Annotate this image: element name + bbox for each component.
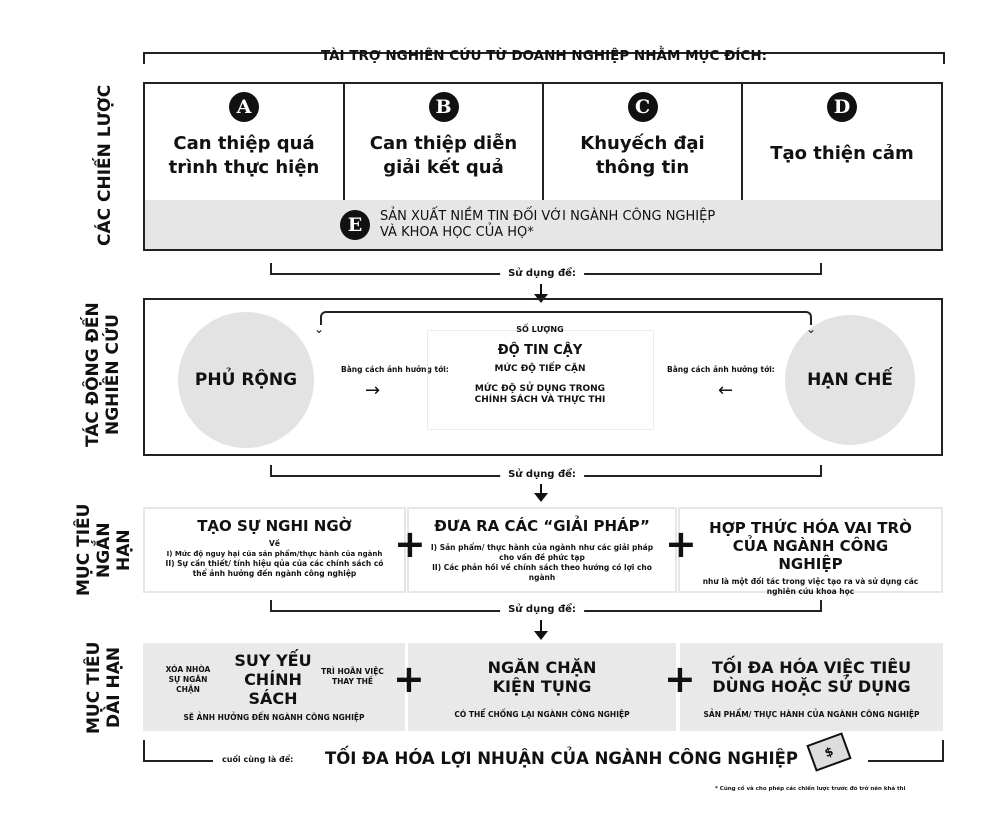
final-prefix: cuối cùng là để:: [222, 755, 294, 764]
factor-use: MỨC ĐỘ SỬ DỤNG TRONG CHÍNH SÁCH VÀ THỰC …: [474, 384, 606, 405]
short-term-line: II) Sự cần thiết/ tính hiệu qủa của các …: [165, 559, 384, 578]
right-arrow-icon: →: [365, 380, 381, 401]
arrow-down-left-icon: ⌄: [314, 322, 325, 336]
badge-e-icon: E: [340, 209, 370, 240]
short-term-line: như là một đối tác trong việc tạo ra và …: [702, 577, 919, 596]
strategy-d: D Tạo thiện cảm: [743, 82, 941, 200]
short-term-title: TẠO SỰ NGHI NGỜ: [197, 517, 352, 535]
factor-access: MỨC ĐỘ TIẾP CẬN: [494, 364, 586, 374]
circle-broad: PHỦ RỘNG: [178, 312, 314, 448]
strategy-a: A Can thiệp quá trình thực hiện: [145, 82, 345, 200]
factor-quantity: SỐ LƯỢNG: [516, 325, 564, 334]
long-term-left-note: XÓA NHÒA SỰ NGĂN CHẶN: [165, 665, 211, 694]
broad-label: PHỦ RỘNG: [194, 370, 298, 390]
long-term-prevent-litigation: NGĂN CHẶN KIỆN TỤNG CÓ THỂ CHỐNG LẠI NGÀ…: [408, 643, 676, 731]
down-arrow-icon: [534, 620, 548, 640]
short-term-legitimize: HỢP THỨC HÓA VAI TRÒ CỦA NGÀNH CÔNG NGHI…: [678, 507, 943, 596]
plus-icon: +: [665, 522, 697, 566]
short-term-title: HỢP THỨC HÓA VAI TRÒ CỦA NGÀNH CÔNG NGHI…: [709, 519, 912, 573]
arrow-down-right-icon: ⌄: [806, 322, 817, 336]
left-arrow-icon: ←: [718, 380, 734, 401]
impact-center-box: [427, 330, 654, 430]
strategy-e-line1: SẢN XUẤT NIỀM TIN ĐỐI VỚI NGÀNH CÔNG NGH…: [380, 208, 716, 224]
strategy-b: B Can thiệp diễn giải kết quả: [345, 82, 544, 200]
section-label-impact: TÁC ĐỘNG ĐẾN NGHIÊN CỨU: [83, 302, 123, 448]
badge-d-icon: D: [827, 92, 857, 122]
short-term-title: ĐƯA RA CÁC “GIẢI PHÁP”: [434, 517, 650, 535]
short-term-line: I) Mức độ nguy hại của sản phẩm/thực hàn…: [166, 550, 383, 558]
short-term-doubt: TẠO SỰ NGHI NGỜ Về I) Mức độ nguy hại củ…: [143, 507, 406, 593]
header-title: TÀI TRỢ NGHIÊN CỨU TỪ DOANH NGHIỆP NHẰM …: [320, 48, 768, 64]
factor-credibility: ĐỘ TIN CẬY: [497, 343, 583, 358]
long-term-sub: CÓ THỂ CHỐNG LẠI NGÀNH CÔNG NGHIỆP: [454, 710, 630, 719]
final-line-left: [143, 740, 213, 762]
long-term-sub: SẼ ẢNH HƯỞNG ĐẾN NGÀNH CÔNG NGHIỆP: [183, 713, 365, 722]
impact-box: [143, 298, 943, 456]
down-arrow-icon: [534, 484, 548, 502]
short-term-line: Về: [269, 539, 280, 548]
long-term-title: TỐI ĐA HÓA VIỆC TIÊU DÙNG HOẶC SỬ DỤNG: [711, 658, 912, 696]
use-for-label: Sử dụng để:: [500, 268, 584, 279]
badge-a-icon: A: [229, 92, 259, 122]
by-affecting-left: Bằng cách ảnh hưởng tới:: [341, 365, 449, 374]
plus-icon: +: [664, 657, 696, 701]
impact-top-arrow-line: [320, 311, 812, 325]
strategy-title: Can thiệp diễn giải kết quả: [369, 133, 518, 178]
final-line-right: [868, 740, 944, 762]
long-term-right-note: TRÌ HOÃN VIỆC THAY THẾ: [321, 667, 384, 686]
section-label-short-term: MỤC TIÊU NGẮN HẠN: [74, 503, 134, 597]
long-term-sub: SẢN PHẨM/ THỰC HÀNH CỦA NGÀNH CÔNG NGHIỆ…: [703, 710, 920, 719]
final-goal: TỐI ĐA HÓA LỢI NHUẬN CỦA NGÀNH CÔNG NGHI…: [325, 749, 798, 768]
long-term-title: NGĂN CHẶN KIỆN TỤNG: [487, 658, 597, 696]
short-term-line: II) Các phản hồi về chính sách theo hướn…: [432, 563, 652, 582]
plus-icon: +: [393, 657, 425, 701]
long-term-maximize-consumption: TỐI ĐA HÓA VIỆC TIÊU DÙNG HOẶC SỬ DỤNG S…: [680, 643, 943, 731]
header-bracket: [143, 52, 945, 64]
long-term-title: SUY YẾU CHÍNH SÁCH: [234, 651, 312, 708]
strategy-title: Can thiệp quá trình thực hiện: [168, 133, 320, 178]
long-term-weaken-policy: XÓA NHÒA SỰ NGĂN CHẶN SUY YẾU CHÍNH SÁCH…: [143, 643, 405, 731]
money-icon: $: [806, 732, 852, 772]
strategy-title: Khuyếch đại thông tin: [580, 133, 705, 178]
use-for-label: Sử dụng để:: [500, 469, 584, 480]
short-term-solutions: ĐƯA RA CÁC “GIẢI PHÁP” I) Sản phẩm/ thực…: [407, 507, 677, 593]
badge-b-icon: B: [428, 92, 459, 122]
footnote: * Củng cố và cho phép các chiến lược trư…: [715, 786, 906, 792]
circle-limit: HẠN CHẾ: [785, 315, 915, 445]
strategy-e-line2: VÀ KHOA HỌC CỦA HỌ*: [380, 224, 534, 240]
impact-factors: SỐ LƯỢNG ĐỘ TIN CẬY MỨC ĐỘ TIẾP CẬN MỨC …: [455, 325, 625, 406]
strategy-title: Tạo thiện cảm: [770, 143, 914, 164]
use-for-label: Sử dụng để:: [500, 604, 584, 615]
short-term-line: I) Sản phẩm/ thực hành của ngành như các…: [430, 543, 654, 562]
section-label-long-term: MỤC TIÊU DÀI HẠN: [84, 641, 124, 734]
by-affecting-right: Bằng cách ảnh hưởng tới:: [667, 365, 775, 374]
strategy-e: E SẢN XUẤT NIỀM TIN ĐỐI VỚI NGÀNH CÔNG N…: [145, 200, 941, 249]
strategy-c: C Khuyếch đại thông tin: [544, 82, 743, 200]
badge-c-icon: C: [627, 92, 658, 122]
plus-icon: +: [394, 522, 426, 566]
section-label-strategies: CÁC CHIẾN LƯỢC: [95, 84, 115, 246]
limit-label: HẠN CHẾ: [807, 370, 893, 390]
